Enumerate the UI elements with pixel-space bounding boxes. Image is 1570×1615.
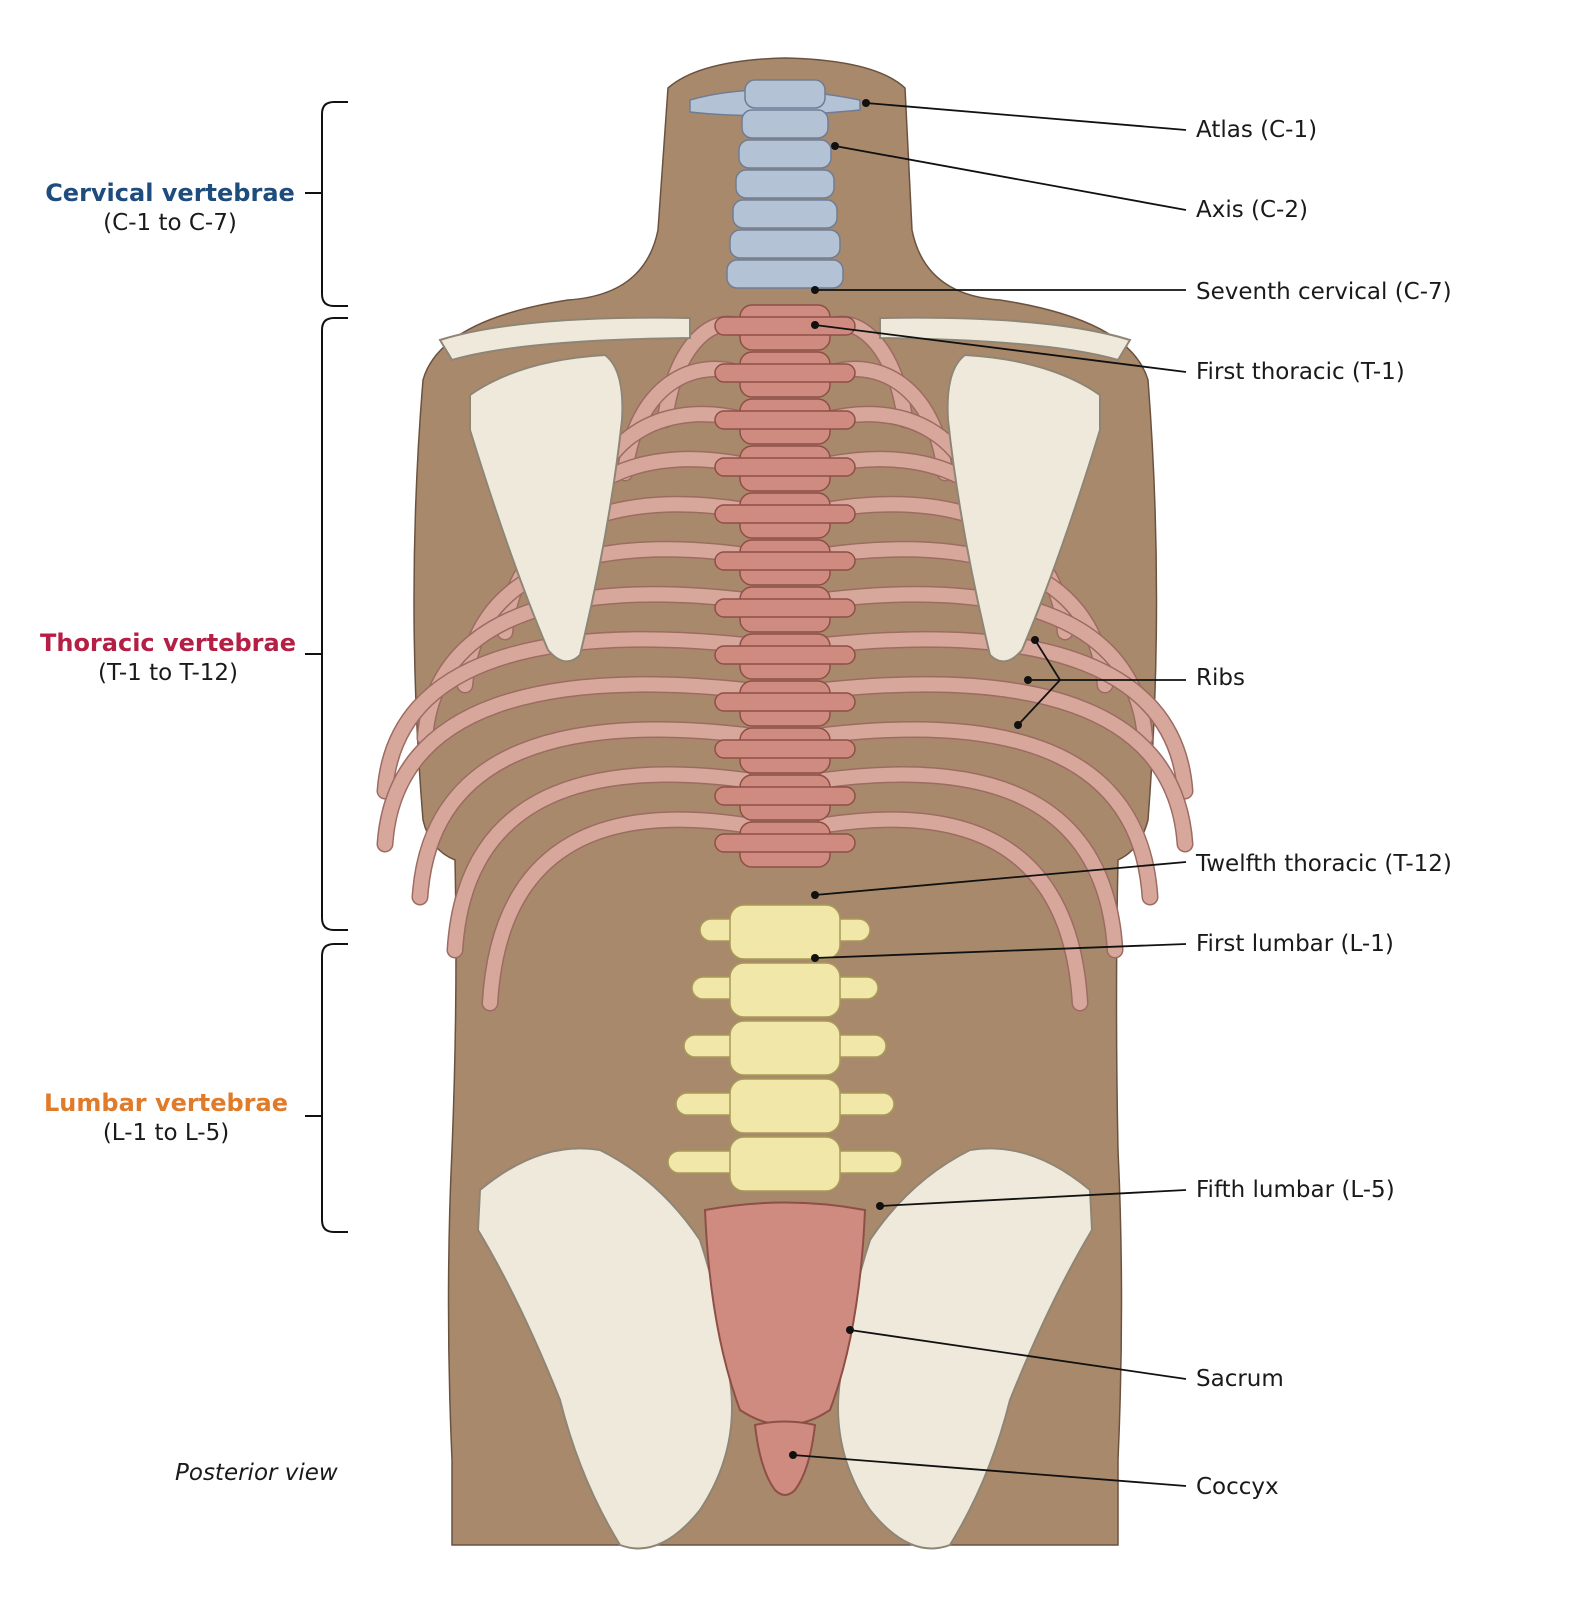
rib-8-left — [378, 632, 752, 798]
label-c7: Seventh cervical (C-7) — [1196, 279, 1452, 305]
right-clavicle — [879, 316, 1132, 362]
left-scapula — [469, 353, 624, 663]
label-l1: First lumbar (L-1) — [1196, 931, 1394, 957]
leader-axis-dot — [831, 142, 839, 150]
lumbar-vertebra-5 — [729, 1136, 841, 1192]
lumbar-bracket — [321, 943, 348, 1233]
right-iliac-bone — [837, 1147, 1094, 1550]
thoracic-process-2 — [714, 363, 856, 383]
cervical-bracket — [321, 101, 348, 307]
cervical-vertebra-5 — [732, 199, 838, 229]
scapulae — [438, 316, 1132, 663]
label-coccyx: Coccyx — [1196, 1474, 1279, 1500]
sacrum — [703, 1201, 867, 1426]
label-axis: Axis (C-2) — [1196, 197, 1308, 223]
label-t12: Twelfth thoracic (T-12) — [1196, 851, 1452, 877]
lumbar-vertebra-1 — [729, 904, 841, 960]
thoracic-process-7 — [714, 598, 856, 618]
thoracic-bracket — [321, 317, 348, 931]
left-iliac-bone — [476, 1147, 733, 1550]
lumbar-range: (L-1 to L-5) — [102, 1120, 230, 1146]
group-brackets — [305, 101, 348, 1233]
leader-l1 — [814, 943, 1187, 959]
rib-12-left — [483, 812, 752, 1010]
leader-t12 — [814, 861, 1187, 896]
rib-11-right — [818, 767, 1122, 957]
cervical-range: (C-1 to C-7) — [103, 210, 237, 236]
thoracic-process-4 — [714, 457, 856, 477]
leader-ribs-branch-3 — [1017, 679, 1061, 726]
vertebral-column — [667, 79, 903, 1496]
rib-11-left — [448, 767, 752, 957]
rib-9-left — [378, 677, 752, 851]
leader-ribs-dot-3 — [1014, 721, 1022, 729]
label-atlas: Atlas (C-1) — [1196, 117, 1318, 143]
leader-t1-dot — [811, 321, 819, 329]
thoracic-process-10 — [714, 739, 856, 759]
rib-10-right — [818, 722, 1157, 904]
leader-l5-dot — [876, 1202, 884, 1210]
leader-t1 — [814, 324, 1187, 373]
lumbar-vertebra-3 — [729, 1020, 841, 1076]
lumbar-vertebra-4 — [729, 1078, 841, 1134]
leader-lines — [789, 99, 1187, 1487]
label-sacrum: Sacrum — [1196, 1366, 1284, 1392]
rib-8-right — [818, 632, 1192, 798]
thoracic-process-8 — [714, 645, 856, 665]
thoracic-process-1 — [714, 316, 856, 336]
thoracic-process-5 — [714, 504, 856, 524]
cervical-vertebra-3 — [738, 139, 832, 169]
thoracic-process-11 — [714, 786, 856, 806]
leader-ribs-dot-1 — [1031, 636, 1039, 644]
label-t1: First thoracic (T-1) — [1196, 359, 1405, 385]
label-ribs: Ribs — [1196, 665, 1245, 691]
cervical-vertebra-4 — [735, 169, 835, 199]
cervical-vertebra-2 — [741, 109, 829, 139]
lumbar-title: Lumbar vertebrae — [44, 1089, 288, 1117]
thoracic-process-3 — [714, 410, 856, 430]
leader-sacrum-dot — [846, 1326, 854, 1334]
leader-axis — [834, 145, 1187, 211]
thoracic-process-9 — [714, 692, 856, 712]
left-clavicle — [438, 316, 691, 362]
right-scapula — [946, 353, 1101, 663]
rib-9-right — [818, 677, 1192, 851]
pelvis — [476, 1147, 1094, 1550]
leader-atlas — [865, 102, 1187, 131]
thoracic-group-label: Thoracic vertebrae (T-1 to T-12) — [28, 628, 308, 688]
leader-coccyx — [792, 1454, 1187, 1487]
thoracic-title: Thoracic vertebrae — [39, 629, 296, 657]
lumbar-vertebra-2 — [729, 962, 841, 1018]
leader-t12-dot — [811, 891, 819, 899]
rib-10-left — [413, 722, 752, 904]
rib-12-right — [818, 812, 1087, 1010]
cervical-vertebra-1 — [744, 79, 826, 109]
leader-l1-dot — [811, 954, 819, 962]
leader-c7-dot — [811, 286, 819, 294]
view-caption: Posterior view — [175, 1460, 338, 1486]
leader-l5 — [879, 1189, 1187, 1207]
cervical-vertebra-6 — [729, 229, 841, 259]
cervical-group-label: Cervical vertebrae (C-1 to C-7) — [30, 178, 310, 238]
leader-coccyx-dot — [789, 1451, 797, 1459]
leader-ribs-dot-2 — [1024, 676, 1032, 684]
leader-sacrum — [849, 1329, 1187, 1380]
thoracic-range: (T-1 to T-12) — [97, 660, 239, 686]
cervical-vertebra-7 — [726, 259, 844, 289]
thoracic-process-12 — [714, 833, 856, 853]
lumbar-group-label: Lumbar vertebrae (L-1 to L-5) — [26, 1088, 306, 1148]
leader-atlas-dot — [862, 99, 870, 107]
thoracic-process-6 — [714, 551, 856, 571]
leader-ribs-branch-1 — [1034, 639, 1061, 681]
label-l5: Fifth lumbar (L-5) — [1196, 1177, 1395, 1203]
coccyx — [753, 1420, 817, 1496]
cervical-title: Cervical vertebrae — [45, 179, 295, 207]
